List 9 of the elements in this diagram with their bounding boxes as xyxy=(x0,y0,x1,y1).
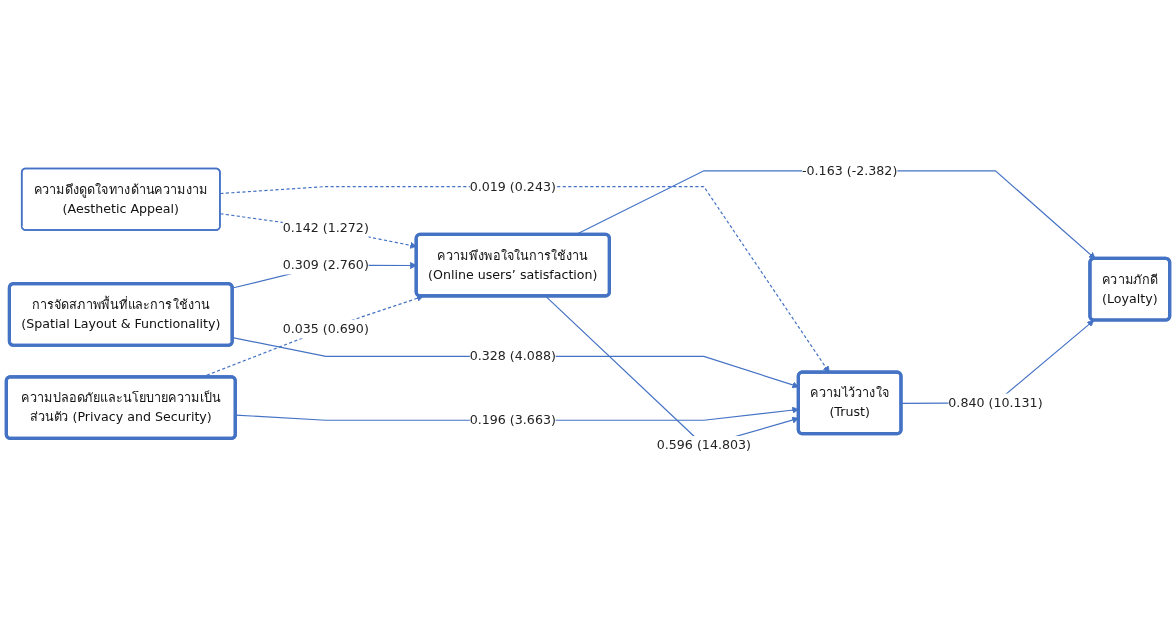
edge-label: 0.596 (14.803) xyxy=(656,437,751,453)
edge-label: 0.035 (0.690) xyxy=(282,321,369,337)
edge-label: 0.840 (10.131) xyxy=(948,395,1043,411)
edge-label: -0.163 (-2.382) xyxy=(801,163,898,179)
edge-label: 0.142 (1.272) xyxy=(282,220,369,236)
edge-label: 0.328 (4.088) xyxy=(469,348,556,364)
edge-label: 0.309 (2.760) xyxy=(282,257,369,273)
edge-label: 0.019 (0.243) xyxy=(469,179,556,195)
edge-label: 0.196 (3.663) xyxy=(469,412,556,428)
